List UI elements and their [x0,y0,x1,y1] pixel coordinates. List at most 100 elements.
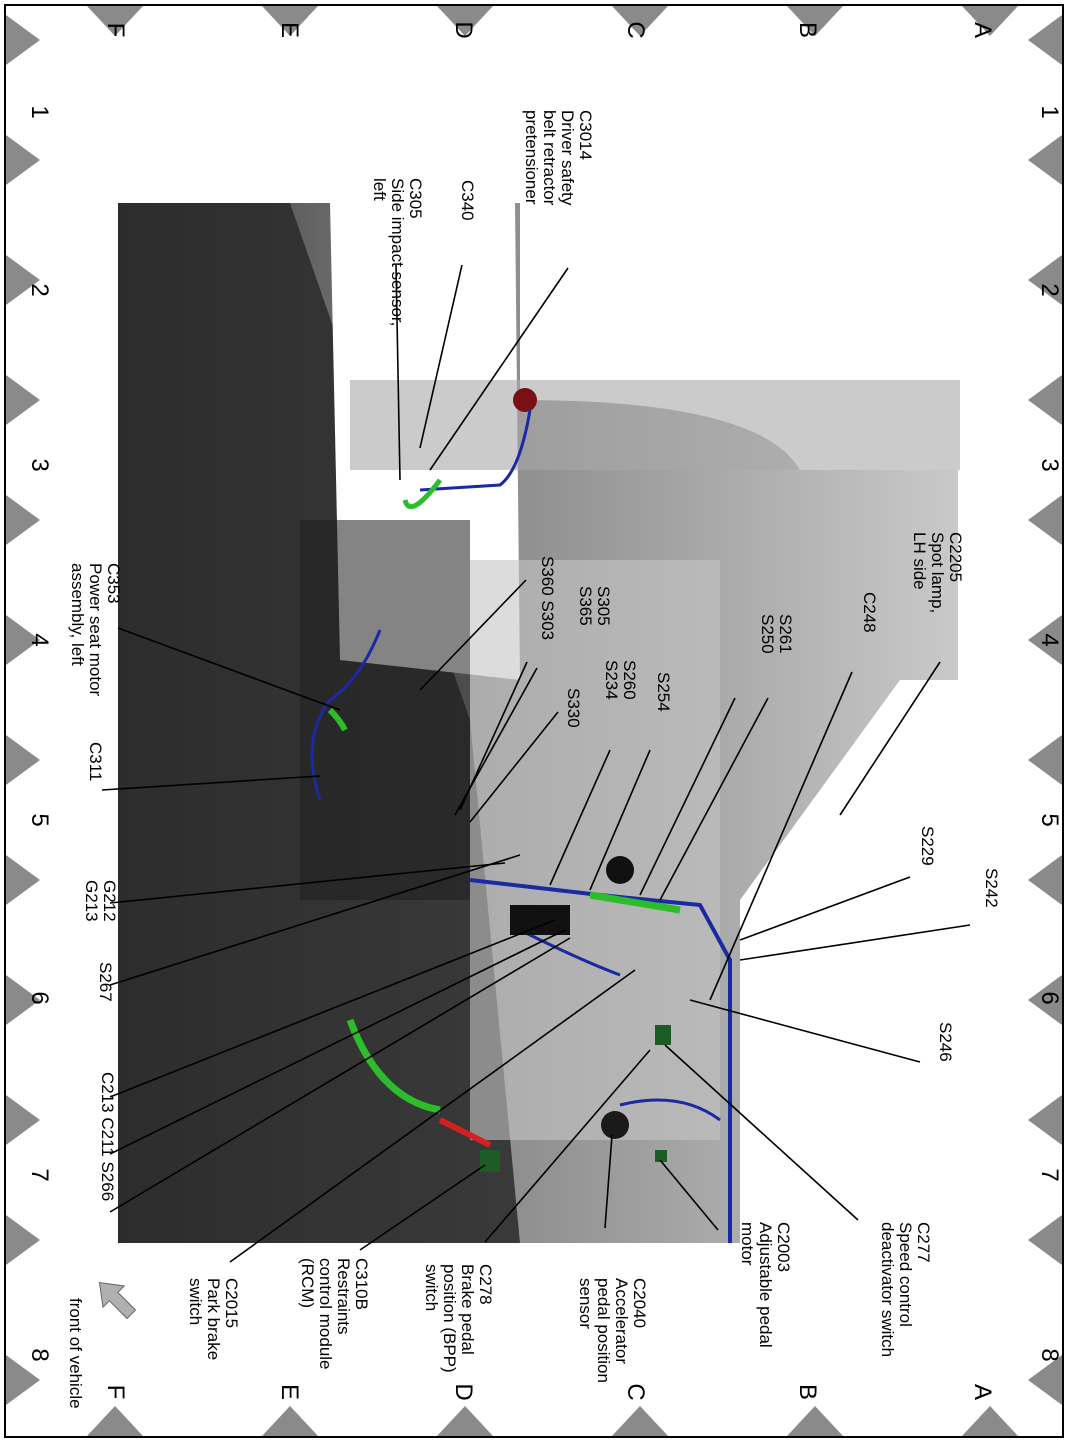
border-chevron [787,6,843,36]
grid-number-3: 3 [26,458,53,471]
callout-line: S261 [776,614,795,654]
border-chevron [1028,1215,1062,1265]
callout-line: LH side [910,532,929,590]
callout-line: S267 [96,962,115,1002]
callout-c310b: C310BRestraintscontrol module(RCM) [298,1258,371,1370]
callout-line: C213 C211 S266 [98,1072,117,1201]
vehicle-interior-image [118,203,960,1243]
callout-line: C305 [406,178,425,219]
border-chevron [1028,975,1062,1025]
border-chevron [6,1355,40,1405]
grid-letter-F: F [102,23,129,38]
grid-letter-F: F [102,1385,129,1400]
grid-number-1: 1 [26,105,53,118]
callout-line: C353 [104,563,123,604]
callout-c2040: C2040Acceleratorpedal positionsensor [576,1278,649,1383]
callout-line: Brake pedal [458,1264,477,1355]
grid-letter-C: C [622,21,649,38]
border-chevron [1028,15,1062,65]
grid-number-6: 6 [26,991,53,1004]
callout-c2003: C2003Adjustable pedalmotor [738,1222,793,1348]
callout-c2015: C2015Park brakeswitch [186,1278,241,1360]
callout-line: Adjustable pedal [756,1222,775,1348]
grid-number-6: 6 [1036,991,1063,1004]
border-chevron [262,1406,318,1436]
callout-line: switch [422,1264,441,1311]
border-chevron [6,375,40,425]
callout-line: S250 [758,614,777,654]
callout-line: S254 [654,672,673,712]
callout-line: Park brake [204,1278,223,1360]
border-chevron [6,15,40,65]
callout-c305: C305Side impact sensor,left [370,178,425,326]
callout-line: C311 [86,742,105,781]
callout-line: S229 [918,826,937,866]
callout-line: C248 [860,592,879,633]
border-chevron [1028,615,1062,665]
callout-s254: S254 [654,672,673,712]
callout-labels: C3014Driver safetybelt retractorpretensi… [68,110,1001,1383]
border-chevron [262,6,318,36]
grid-letter-D: D [450,21,477,38]
callout-s229: S229 [918,826,937,866]
grid-number-2: 2 [1036,283,1063,296]
callout-line: C278 [476,1264,495,1305]
border-chevron [1028,375,1062,425]
grid-number-8: 8 [1036,1348,1063,1361]
callout-line: motor [738,1222,757,1266]
border-chevron [87,1406,143,1436]
border-chevron [1028,735,1062,785]
callout-s260-s234: S260S234 [602,660,639,700]
callout-line: C3014 [576,110,595,160]
callout-line: C340 [458,180,477,221]
border-chevron [962,1406,1018,1436]
callout-line: deactivator switch [878,1222,897,1357]
callout-line: sensor [576,1278,595,1329]
callout-s305-s365: S305S365 [576,586,613,626]
callout-g212-g213: G212G213 [82,880,119,922]
border-chevron [962,6,1018,36]
callout-line: belt retractor [540,110,559,206]
border-chevron [1028,495,1062,545]
callout-line: Spot lamp, [928,532,947,613]
callout-line: C2205 [946,532,965,582]
grid-number-7: 7 [1036,1168,1063,1181]
callout-line: S242 [982,868,1001,908]
callout-s246: S246 [936,1022,955,1062]
callout-line: S260 [620,660,639,700]
callout-s267: S267 [96,962,115,1002]
callout-line: G212 [100,880,119,922]
grid-letter-E: E [276,1384,303,1400]
callout-c353: C353Power seat motorassembly, left [68,563,123,697]
border-chevron [6,495,40,545]
callout-c277: C277Speed controldeactivator switch [878,1222,933,1357]
border-chevron [6,735,40,785]
grid-number-4: 4 [26,633,53,646]
grid-number-5: 5 [1036,813,1063,826]
border-chevron [612,6,668,36]
callout-line: S305 [594,586,613,626]
grid-letter-D: D [450,1383,477,1400]
callout-line: pretensioner [522,110,541,205]
border-chevron [612,1406,668,1436]
grid-letter-B: B [794,22,821,38]
callout-line: S234 [602,660,621,700]
border-chevron [6,255,40,305]
callout-line: control module [316,1258,335,1370]
callout-line: C310B [352,1258,371,1310]
border-chevron [6,855,40,905]
arrow-icon [98,1281,137,1320]
grid-number-1: 1 [1036,105,1063,118]
callout-s330: S330 [564,688,583,728]
border-chevron [1028,855,1062,905]
callout-c340: C340 [458,180,477,221]
callout-line: assembly, left [68,563,87,666]
grid-number-4: 4 [1036,633,1063,646]
leader-lines [101,264,971,1263]
callout-s360-s303: S360 S303 [538,556,557,640]
callout-s242: S242 [982,868,1001,908]
callout-line: S246 [936,1022,955,1062]
grid-number-2: 2 [26,283,53,296]
